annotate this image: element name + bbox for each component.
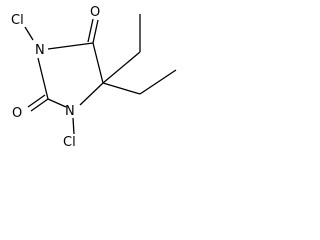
bond-n3-cl2 [72, 117, 75, 135]
bond-c4-o-top-1 [92, 19, 99, 44]
bond-c4-o-top-2 [87, 18, 94, 43]
bond-c2-o-left-2 [27, 94, 46, 108]
atom-label-layer: Cl N O O N Cl [11, 5, 100, 150]
bond-c5-ethyl1-a [102, 51, 141, 84]
bond-ethyl2-b [139, 69, 177, 95]
atom-cl-top-left: Cl [11, 13, 24, 28]
atom-o-left: O [12, 106, 22, 121]
bond-n1-c4 [47, 42, 94, 50]
bond-c5-ethyl2-a [102, 82, 141, 95]
atom-n-bottom: N [65, 104, 75, 119]
atom-cl-bottom: Cl [63, 135, 76, 150]
molecule-structure: Cl N O O N Cl [11, 5, 177, 150]
atom-o-top: O [90, 5, 100, 20]
bond-n3-c5 [79, 82, 104, 106]
bond-c2-n3 [47, 98, 67, 108]
bond-layer [24, 14, 177, 135]
bond-c2-o-left-1 [30, 98, 49, 112]
bond-n1-c2 [37, 57, 49, 100]
bond-cl1-n1 [24, 26, 34, 41]
bond-c4-c5 [92, 42, 104, 84]
atom-n-top-left: N [35, 43, 45, 58]
